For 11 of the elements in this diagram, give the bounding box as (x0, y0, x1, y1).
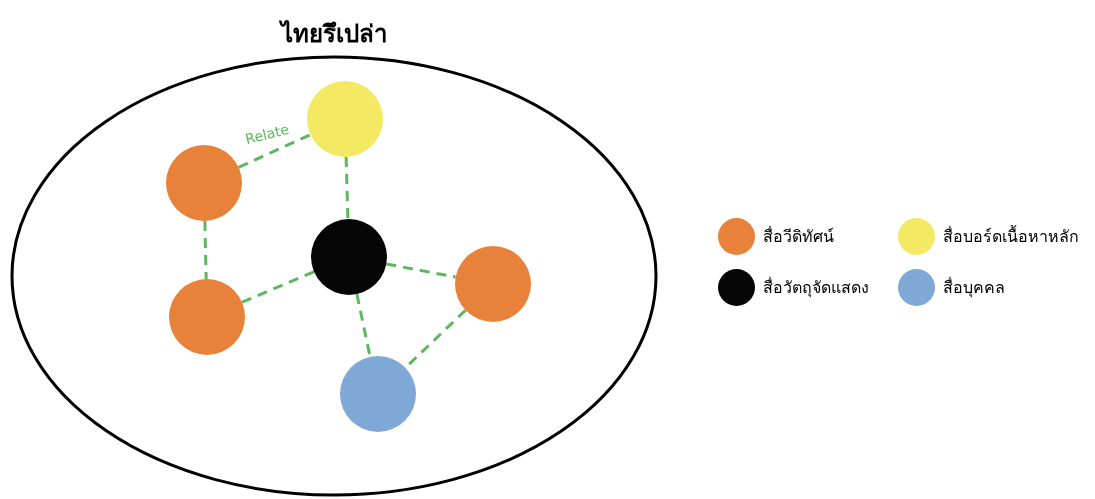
legend-label: สื่อบุคคล (943, 276, 1005, 300)
dashed-connector (238, 133, 311, 169)
edge-label: Relate (243, 121, 290, 147)
legend-label: สื่อวีดิทัศน์ (763, 225, 834, 248)
dashed-connector (386, 262, 456, 279)
dashed-connector (344, 156, 350, 220)
dashed-connector (241, 270, 315, 304)
legend-label: สื่อบอร์ดเนื้อหาหลัก (943, 224, 1079, 248)
legend-label: สื่อวัตถุจัดแสดง (763, 276, 869, 300)
dashed-connector (203, 220, 208, 280)
region-title: ไทยรึเปล่า (278, 19, 388, 50)
